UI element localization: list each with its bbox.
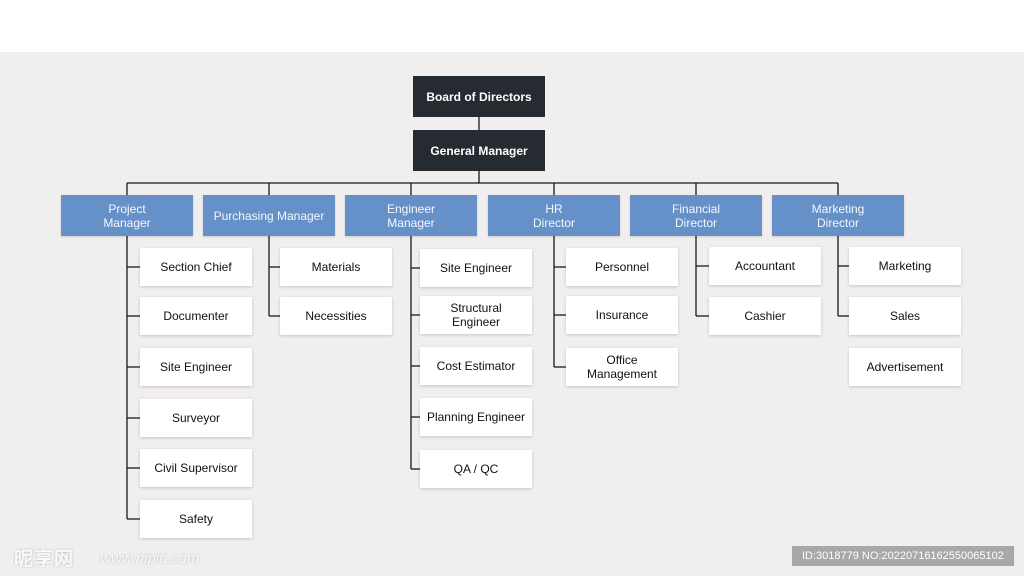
general-manager-box: General Manager (413, 130, 545, 171)
sub-role-box: Materials (280, 248, 392, 286)
watermark-logo: 昵享网 (14, 549, 75, 570)
advertisement-box: Advertisement (849, 348, 961, 386)
sub-role-box: Structural Engineer (420, 296, 532, 334)
sub-role-box: Civil Supervisor (140, 449, 252, 487)
sub-role-box: Documenter (140, 297, 252, 335)
sub-role-box: Site Engineer (140, 348, 252, 386)
sub-role-box: Cost Estimator (420, 347, 532, 385)
watermark-url: www.nipic.com (100, 550, 200, 567)
sub-role-box: Accountant (709, 247, 821, 285)
department-box: Purchasing Manager (203, 195, 335, 236)
sub-role-box: Necessities (280, 297, 392, 335)
board-of-directors-box: Board of Directors (413, 76, 545, 117)
image-id-label: ID:3018779 NO:20220716162550065102 (792, 546, 1014, 566)
sub-role-box: Safety (140, 500, 252, 538)
sub-role-box: Cashier (709, 297, 821, 335)
sub-role-box: Insurance (566, 296, 678, 334)
department-box: Project Manager (61, 195, 193, 236)
sub-role-box: QA / QC (420, 450, 532, 488)
sub-role-box: Surveyor (140, 399, 252, 437)
department-box: Engineer Manager (345, 195, 477, 236)
department-box: Financial Director (630, 195, 762, 236)
sub-role-box: Personnel (566, 248, 678, 286)
sub-role-box: Section Chief (140, 248, 252, 286)
sub-role-box: Planning Engineer (420, 398, 532, 436)
department-box: HR Director (488, 195, 620, 236)
sub-role-box: Site Engineer (420, 249, 532, 287)
sub-role-box: Office Management (566, 348, 678, 386)
sub-role-box: Sales (849, 297, 961, 335)
sub-role-box: Marketing (849, 247, 961, 285)
department-box: Marketing Director (772, 195, 904, 236)
